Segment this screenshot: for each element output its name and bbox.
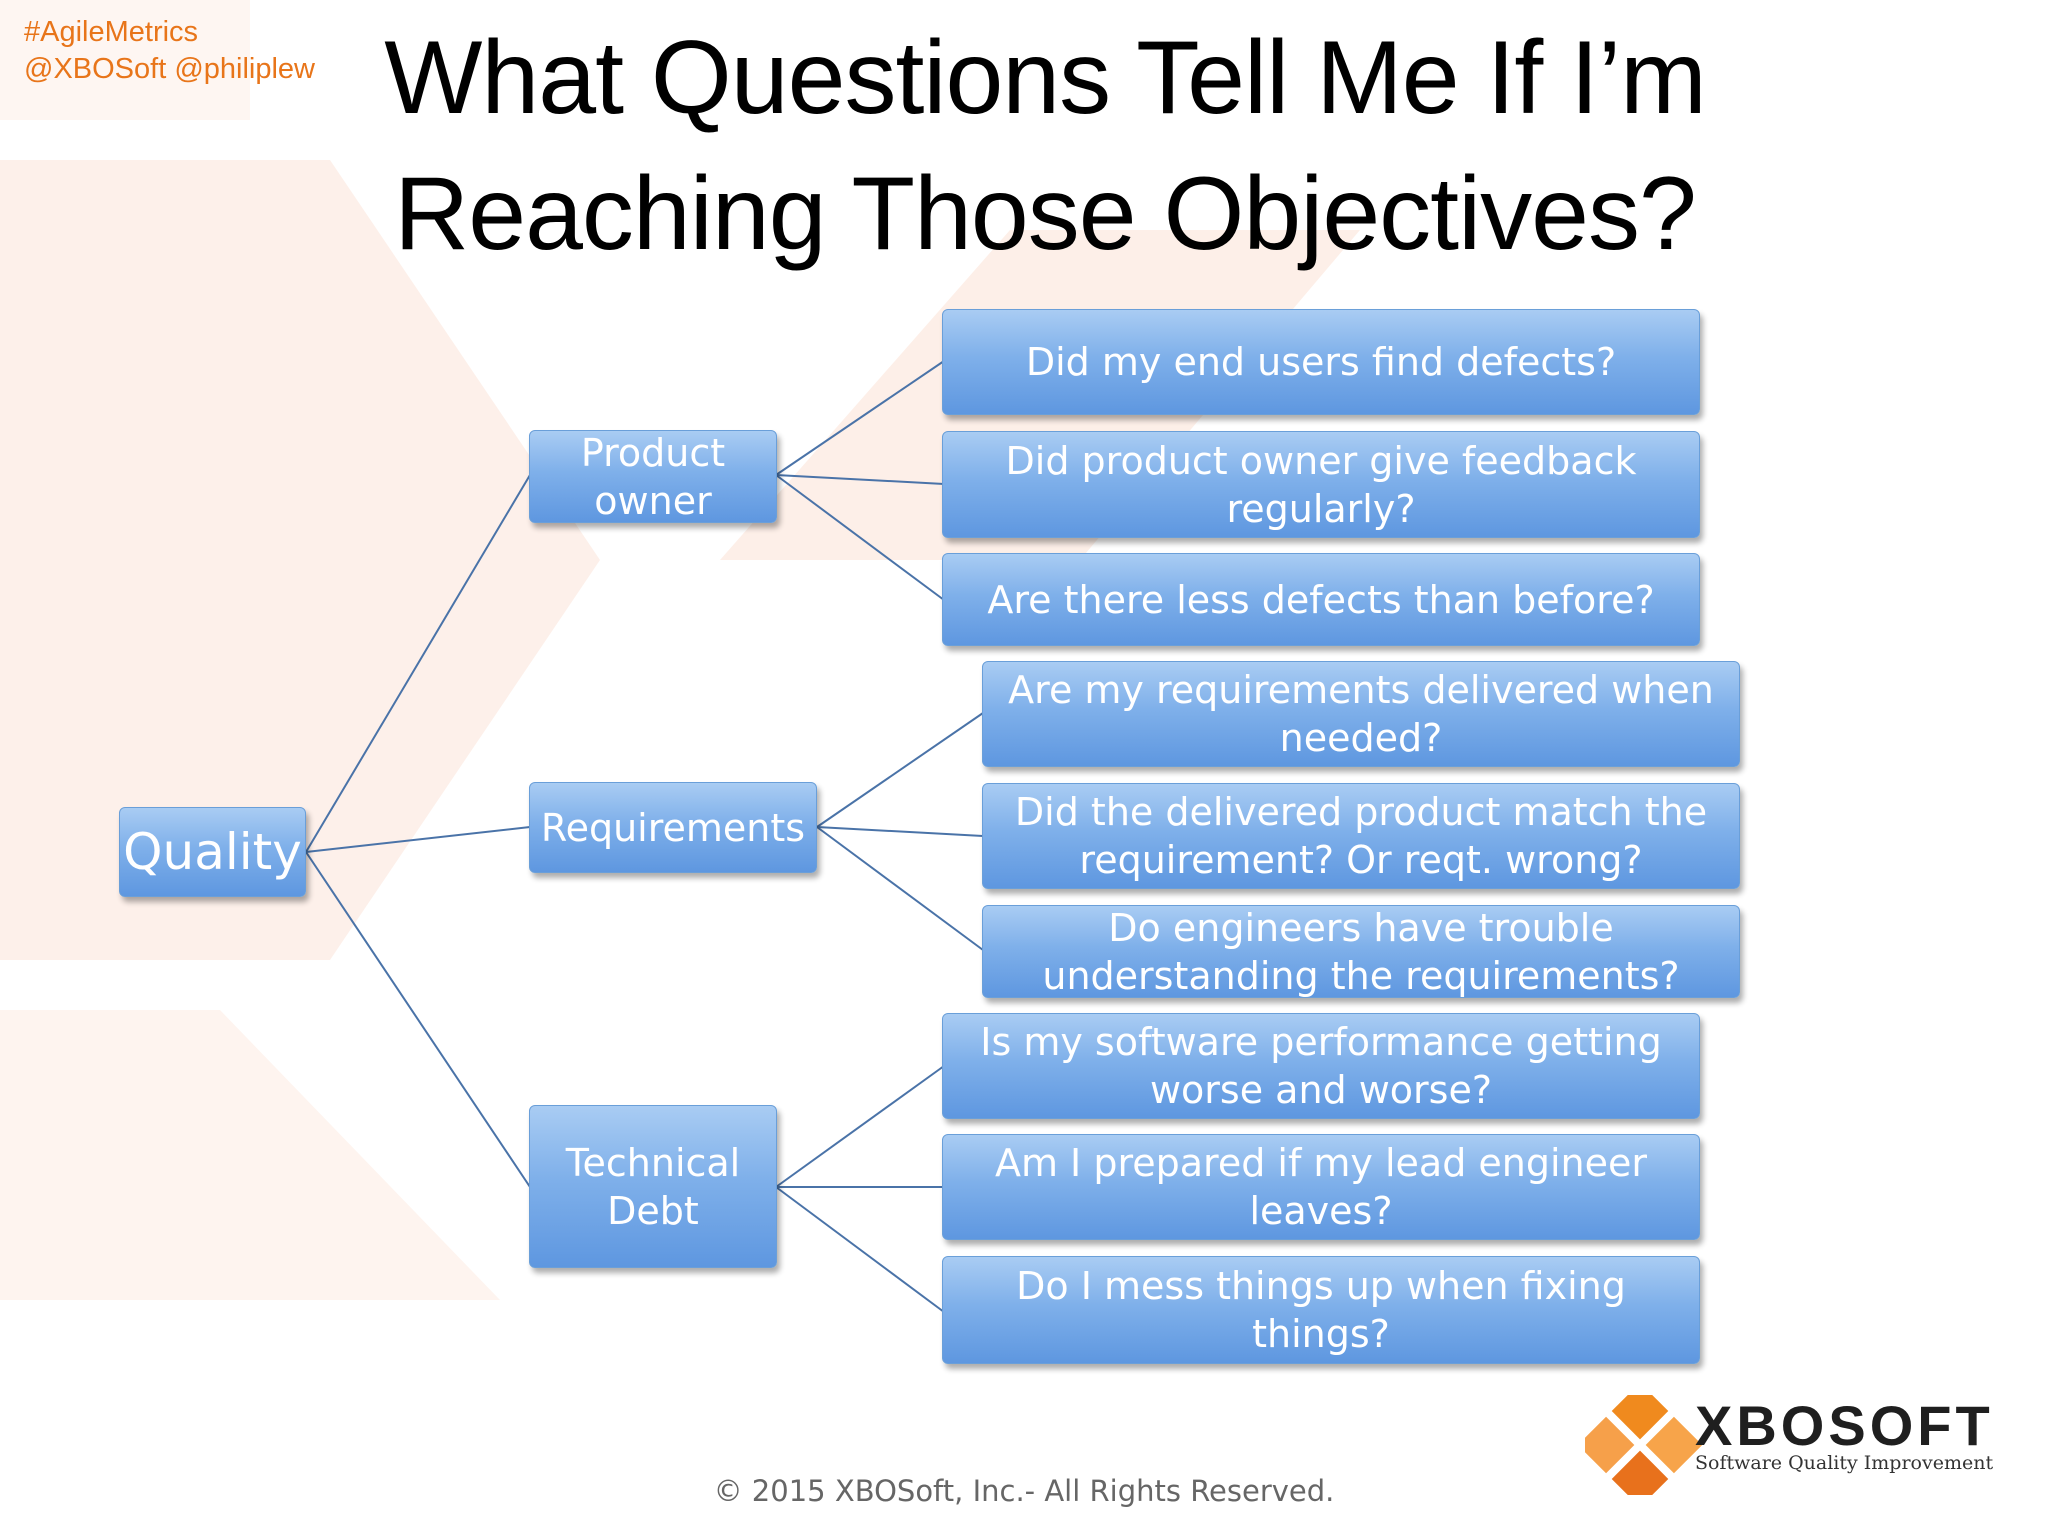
connector-req-q2 bbox=[816, 826, 984, 837]
question-box: Are there less defects than before? bbox=[942, 553, 1700, 646]
question-box: Do I mess things up when fixing things? bbox=[942, 1256, 1700, 1364]
node-requirements-line1: Requirements bbox=[540, 805, 806, 850]
connector-po-q1 bbox=[775, 360, 945, 476]
node-product-owner-line2: owner bbox=[594, 478, 712, 523]
question-line1: Do I mess things up when fixing things? bbox=[1016, 1264, 1626, 1356]
node-technical-debt-line2: Debt bbox=[607, 1188, 699, 1233]
title-line-1: What Questions Tell Me If I’m bbox=[384, 20, 1707, 136]
question-line1: Did the delivered product match the bbox=[1014, 790, 1708, 834]
question-line2: understanding the requirements? bbox=[1042, 953, 1680, 998]
question-box: Did product owner give feedback regularl… bbox=[942, 431, 1700, 538]
question-box: Did my end users find defects? bbox=[942, 309, 1700, 415]
node-requirements: Requirements bbox=[529, 782, 817, 873]
connector-td-q1 bbox=[775, 1065, 945, 1188]
logo-tagline: Software Quality Improvement bbox=[1695, 1452, 1994, 1474]
title-line-2: Reaching Those Objectives? bbox=[394, 156, 1697, 272]
question-line1: Do engineers have trouble bbox=[1108, 905, 1614, 950]
question-line1: Are my requirements delivered when bbox=[1008, 668, 1714, 712]
question-line2: requirement? Or reqt. wrong? bbox=[1079, 838, 1643, 882]
xbosoft-logo-icon bbox=[1585, 1395, 1703, 1495]
connector-po-q3 bbox=[775, 474, 945, 601]
question-line1: Did my end users find defects? bbox=[1025, 340, 1617, 384]
question-line1: Am I prepared if my lead engineer bbox=[994, 1141, 1648, 1185]
question-box: Is my software performance getting worse… bbox=[942, 1013, 1700, 1119]
node-quality-label: Quality bbox=[123, 823, 302, 881]
node-technical-debt-line1: Technical bbox=[565, 1140, 741, 1185]
question-box: Did the delivered product match the requ… bbox=[982, 783, 1740, 889]
handles-text: @XBOSoft @philiplew bbox=[24, 53, 315, 85]
connector-quality-technical-debt bbox=[305, 851, 531, 1188]
logo-wordmark: XBOSOFT bbox=[1695, 1394, 1994, 1457]
hashtag-text: #AgileMetrics bbox=[24, 16, 199, 48]
copyright-footer: © 2015 XBOSoft, Inc.- All Rights Reserve… bbox=[713, 1474, 1335, 1508]
connector-quality-product-owner bbox=[305, 474, 531, 853]
question-box: Are my requirements delivered when neede… bbox=[982, 661, 1740, 767]
node-product-owner-line1: Product bbox=[580, 430, 726, 475]
connector-td-q3 bbox=[775, 1186, 945, 1313]
question-box: Do engineers have trouble understanding … bbox=[982, 905, 1740, 998]
question-box: Am I prepared if my lead engineer leaves… bbox=[942, 1134, 1700, 1240]
social-tags: #AgileMetrics @XBOSoft @philiplew bbox=[24, 14, 315, 88]
node-quality: Quality bbox=[119, 807, 306, 897]
question-line2: leaves? bbox=[1249, 1189, 1393, 1233]
slide-title: What Questions Tell Me If I’m Reaching T… bbox=[300, 10, 1790, 282]
connector-req-q1 bbox=[816, 712, 984, 828]
question-line1: Did product owner give feedback bbox=[1005, 438, 1637, 483]
question-line1: Are there less defects than before? bbox=[987, 577, 1655, 622]
node-product-owner: Product owner bbox=[529, 430, 777, 523]
connector-quality-requirements bbox=[305, 826, 531, 853]
connector-req-q3 bbox=[816, 826, 984, 951]
question-line1: Is my software performance getting bbox=[980, 1020, 1662, 1064]
question-line2: needed? bbox=[1279, 716, 1443, 760]
question-line2: worse and worse? bbox=[1149, 1068, 1493, 1112]
question-line2: regularly? bbox=[1226, 486, 1416, 531]
node-technical-debt: Technical Debt bbox=[529, 1105, 777, 1268]
connector-po-q2 bbox=[775, 474, 945, 485]
